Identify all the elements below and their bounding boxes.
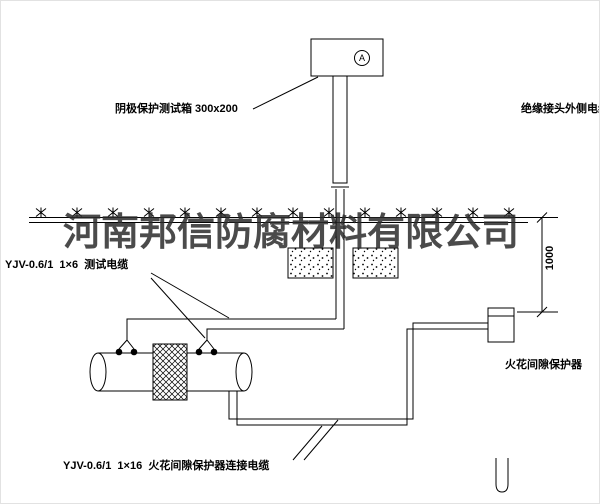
dim-ticks — [536, 212, 548, 318]
leader-lines — [150, 76, 339, 461]
spark-gap-protector — [487, 307, 515, 343]
test-box-leader — [252, 76, 319, 110]
insulating-joint — [152, 343, 188, 401]
test-cable-run-1 — [118, 318, 336, 350]
pipe-riser-symbol — [495, 458, 509, 493]
ground-line — [29, 217, 528, 223]
terminal-letter: A — [358, 53, 365, 63]
pipe-weld-dots — [115, 348, 218, 356]
test-cable-run-2 — [198, 328, 344, 350]
watermark: 河南邦信防腐材料有限公司 — [63, 209, 520, 254]
connection-cable-label: YJV-0.6/1 1×16 火花间隙保护器连接电缆 — [63, 460, 270, 472]
foundation-left — [287, 247, 334, 279]
test-cables — [118, 318, 344, 350]
spark-cable-run-2 — [236, 328, 488, 426]
test-cable-leader-1 — [150, 272, 230, 319]
insulated-joint-cable-label: 绝缘接头外侧电缆 — [521, 103, 599, 115]
test-box-label: 阴极保护测试箱 300x200 — [115, 103, 238, 115]
foundation-right — [352, 247, 399, 279]
test-cable-label: YJV-0.6/1 1×6 测试电缆 — [5, 259, 129, 271]
test-box-outline — [310, 38, 384, 77]
terminal-circle — [354, 50, 370, 66]
connection-cable-leader-2 — [303, 419, 339, 461]
spark-cable-run-1 — [228, 322, 488, 420]
dimension-value: 1000 — [544, 245, 556, 271]
conduit — [331, 75, 349, 329]
connection-cable-leader-1 — [292, 425, 323, 461]
conduit-upper — [332, 75, 348, 184]
dimension-line — [517, 212, 558, 318]
test-cable-leader-2 — [150, 277, 206, 339]
pipe-right-end — [235, 352, 253, 392]
test-box — [310, 38, 384, 77]
spark-gap-label: 火花间隙保护器 — [505, 359, 582, 371]
spark-gap-cables — [228, 322, 488, 426]
pipe-left-end — [89, 352, 107, 392]
